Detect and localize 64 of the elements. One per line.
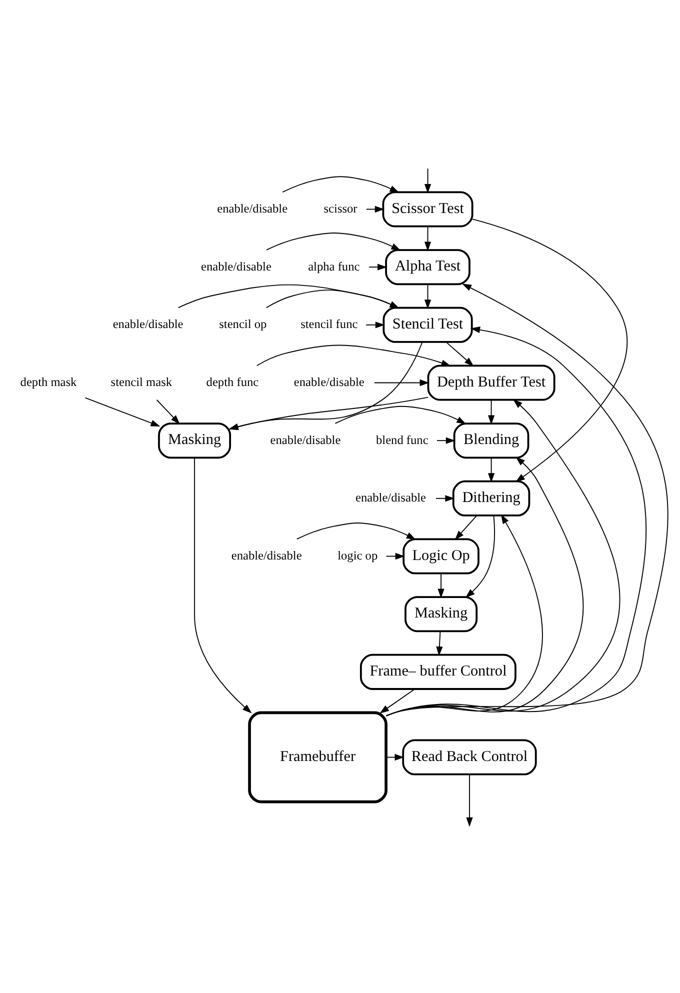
node-text: logic op — [338, 548, 378, 562]
node-box: Framebuffer — [248, 710, 388, 803]
arrow — [488, 456, 495, 482]
arrow — [488, 398, 495, 424]
node-box: Scissor Test — [382, 190, 474, 227]
arrow — [386, 398, 620, 716]
node-text: scissor — [324, 200, 358, 215]
arrow — [366, 321, 385, 328]
node-text: stencil op — [219, 316, 267, 331]
node-box: Alpha Test — [385, 248, 470, 285]
arrow — [424, 283, 432, 309]
arrow — [386, 283, 668, 716]
node-text: alpha func — [308, 258, 360, 273]
node-box: Masking — [158, 422, 232, 458]
arrow — [296, 522, 416, 540]
node-box: Blending — [453, 422, 530, 458]
node-text: enable/disable — [112, 316, 184, 331]
arrow — [424, 168, 432, 193]
arrow — [438, 572, 444, 598]
arrow — [466, 774, 473, 826]
node-text: blend func — [376, 432, 428, 446]
arrow — [386, 326, 647, 716]
arrow — [266, 232, 401, 250]
node-box: Frame– buffer Control — [360, 653, 516, 690]
node-box: Read Back Control — [402, 738, 537, 775]
arrow — [228, 396, 429, 430]
node-box: Dithering — [452, 480, 530, 516]
node-box: Stencil Test — [382, 306, 473, 342]
arrow — [386, 456, 584, 716]
node-text: enable/disable — [217, 200, 288, 215]
arrow — [266, 289, 400, 308]
arrow — [446, 341, 474, 366]
node-box: Masking — [404, 596, 478, 632]
arrow — [194, 456, 252, 713]
arrow — [454, 514, 478, 540]
arrow — [282, 176, 400, 192]
node-text: stencil mask — [110, 374, 172, 388]
node-text: enable/disable — [294, 374, 364, 388]
arrow — [465, 514, 495, 598]
arrow — [374, 378, 430, 386]
arrow — [386, 552, 405, 560]
node-text: enable/disable — [270, 432, 341, 446]
node-text: enable/disable — [356, 490, 426, 504]
arrow — [436, 630, 443, 656]
arrow — [436, 436, 456, 444]
arrow — [178, 284, 400, 308]
arrow — [472, 218, 628, 482]
arrow — [368, 263, 388, 270]
arrow — [334, 405, 466, 424]
arrow — [424, 225, 432, 251]
arrow — [435, 494, 455, 502]
node-text: stencil func — [300, 316, 358, 331]
node-text: depth mask — [20, 374, 77, 388]
arrow — [228, 341, 423, 430]
node-text: enable/disable — [201, 258, 272, 273]
arrow — [256, 344, 451, 366]
arrow — [386, 514, 543, 716]
node-text: enable/disable — [231, 548, 302, 562]
node-box: Logic Op — [402, 538, 480, 574]
arrow — [156, 398, 180, 424]
arrow — [84, 396, 160, 426]
arrow — [380, 688, 416, 713]
node-text: depth func — [206, 374, 259, 388]
node-box: Depth Buffer Test — [427, 364, 556, 400]
